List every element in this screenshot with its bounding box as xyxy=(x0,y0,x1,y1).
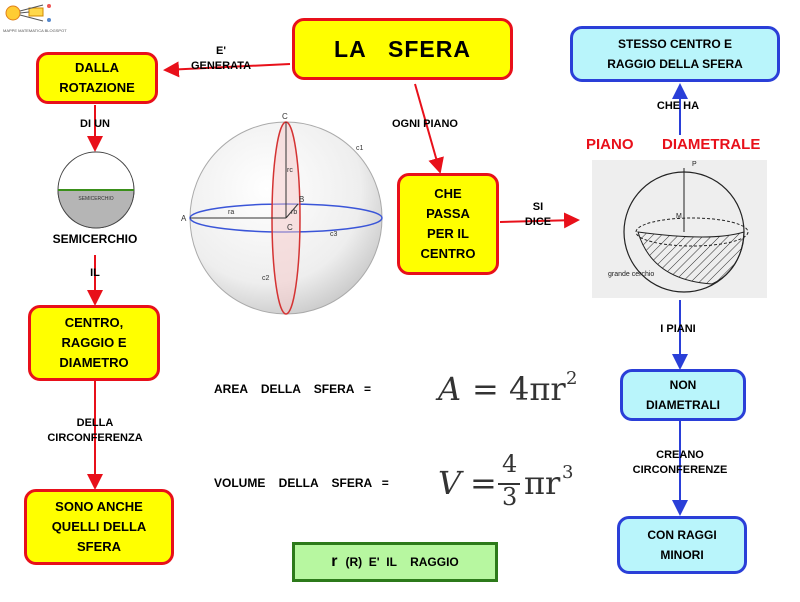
volume-fraction-bar xyxy=(498,483,520,485)
label-di-un: DI UN xyxy=(80,118,110,130)
raggio-note: r (R) E' IL RAGGIO xyxy=(292,542,498,582)
che-passa-node: CHE PASSA PER IL CENTRO xyxy=(397,173,499,275)
logo: MAPPE MATEMATICA BLOGSPOT xyxy=(3,3,67,33)
label-ogni-piano: OGNI PIANO xyxy=(391,118,458,130)
label-creano: CREANO CIRCONFERENZE xyxy=(632,449,728,476)
arrow-passa-diametrale xyxy=(499,212,580,229)
semicircle-icon xyxy=(57,151,135,229)
sphere-drawing: A B C C ra rb rc c1 c2 c3 xyxy=(178,110,388,325)
volume-label: VOLUME DELLA SFERA = xyxy=(214,476,389,490)
piano-diametrale-word1: PIANO xyxy=(586,136,634,153)
volume-formula: VOLUME DELLA SFERA = V = 4 3 πr 3 xyxy=(214,450,594,522)
stesso-centro-node: STESSO CENTRO E RAGGIO DELLA SFERA xyxy=(570,26,780,82)
area-exponent: 2 xyxy=(566,368,578,389)
piano-diametrale-heading: PIANO DIAMETRALE xyxy=(586,136,776,156)
label-i-piani: I PIANI xyxy=(660,323,696,335)
sphere-label-c-top: C xyxy=(282,112,288,121)
volume-lhs: V xyxy=(438,464,462,502)
diametral-label-M: M xyxy=(676,213,682,220)
label-il: IL xyxy=(90,267,100,279)
sono-anche-node: SONO ANCHE QUELLI DELLA SFERA xyxy=(24,489,174,565)
area-formula: AREA DELLA SFERA = A = 4πr 2 xyxy=(214,368,594,418)
non-diametrali-node: NON DIAMETRALI xyxy=(620,369,746,421)
sphere-label-ra: ra xyxy=(228,209,234,216)
sphere-label-rb: rb xyxy=(291,209,297,216)
logo-caption: MAPPE MATEMATICA BLOGSPOT xyxy=(3,28,67,33)
sphere-label-B: B xyxy=(299,195,304,204)
arrow-title-rotazione xyxy=(163,61,291,78)
diametral-label-grande: grande cerchio xyxy=(608,271,654,278)
area-rhs: = 4πr xyxy=(472,370,566,408)
semicircle-img-label: SEMICERCHIO xyxy=(78,196,114,202)
sphere-icon: A B C C ra rb rc c1 c2 c3 xyxy=(181,112,383,315)
sphere-label-c-center: C xyxy=(287,223,293,232)
arrow-title-passa xyxy=(414,83,444,174)
diametral-label-P: P xyxy=(692,161,697,168)
raggio-note-text: (R) E' IL RAGGIO xyxy=(345,555,459,569)
con-raggi-node: CON RAGGI MINORI xyxy=(617,516,747,574)
diametral-plane-image: P M grande cerchio xyxy=(592,160,767,298)
rotazione-node: DALLA ROTAZIONE xyxy=(36,52,158,104)
area-label: AREA DELLA SFERA = xyxy=(214,382,372,396)
semicerchio-label: SEMICERCHIO xyxy=(52,232,138,246)
volume-numerator: 4 xyxy=(502,450,518,478)
sphere-label-A: A xyxy=(181,214,187,223)
label-si-dice: SI DICE xyxy=(524,201,552,228)
title-node: LA SFERA xyxy=(292,18,513,80)
area-lhs: A xyxy=(438,370,462,408)
semicircle-image: SEMICERCHIO xyxy=(56,150,136,235)
sphere-label-c2: c2 xyxy=(262,275,270,282)
centro-raggio-node: CENTRO, RAGGIO E DIAMETRO xyxy=(28,305,160,381)
volume-exponent: 3 xyxy=(562,462,574,483)
sphere-label-rc: rc xyxy=(287,167,293,174)
piano-diametrale-word2: DIAMETRALE xyxy=(662,136,761,153)
diametral-plane-icon: P M grande cerchio xyxy=(608,161,749,293)
raggio-note-r: r xyxy=(331,553,338,570)
volume-eq: = xyxy=(470,464,497,502)
label-che-ha: CHE HA xyxy=(656,100,700,112)
volume-denominator: 3 xyxy=(502,483,518,511)
volume-rest: πr xyxy=(524,464,561,502)
sphere-label-c1: c1 xyxy=(356,145,364,152)
mindmap-logo-icon xyxy=(5,4,51,22)
label-e-generata: E' GENERATA xyxy=(190,45,252,72)
page-title: LA SFERA xyxy=(334,36,471,62)
label-della-circonferenza: DELLA CIRCONFERENZA xyxy=(47,417,143,444)
sphere-label-c3: c3 xyxy=(330,231,338,238)
